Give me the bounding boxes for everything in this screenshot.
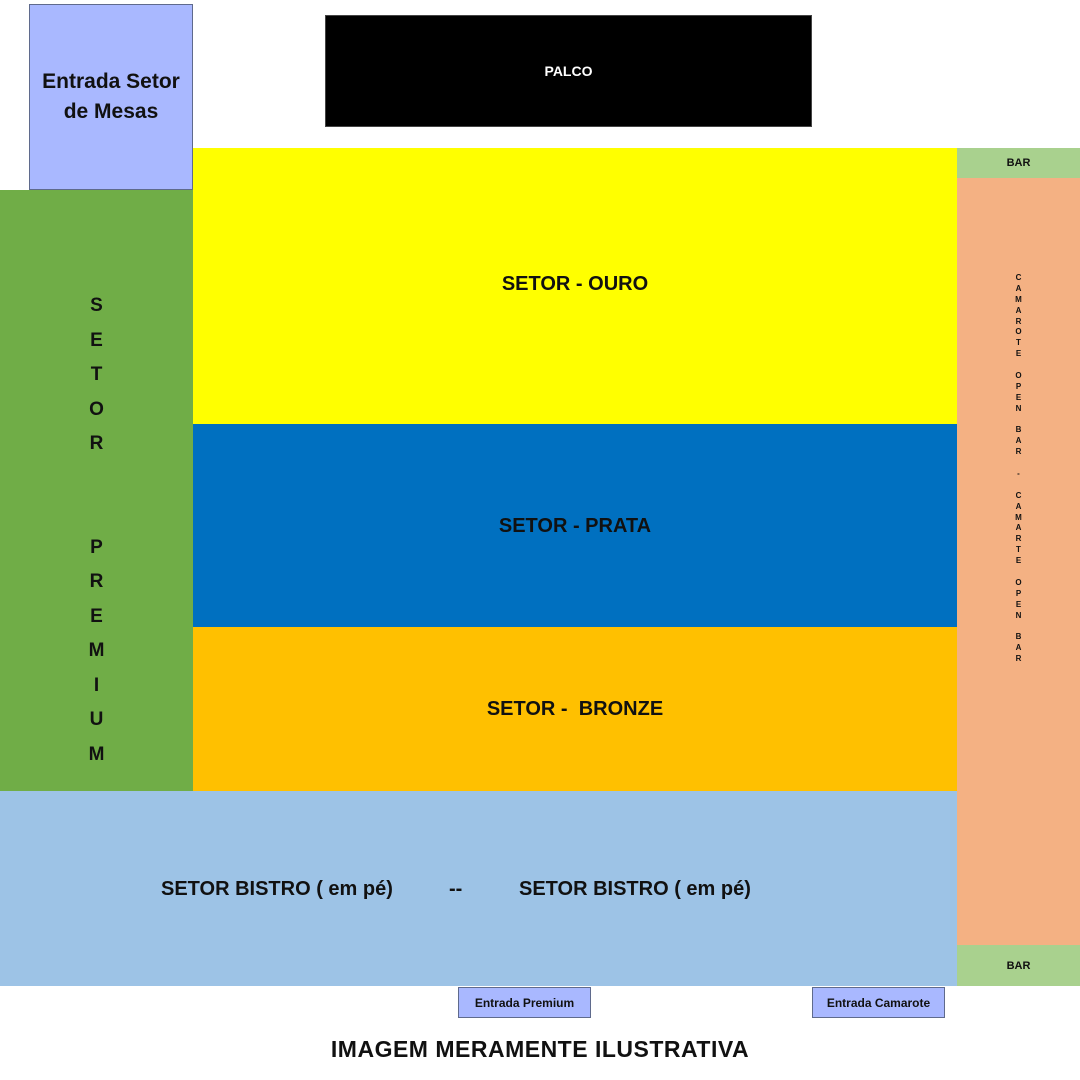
setor-bistro-label-right: SETOR BISTRO ( em pé)	[519, 878, 751, 900]
camarote-open-bar-letter: A	[1015, 283, 1022, 293]
setor-premium-letter: T	[90, 364, 103, 385]
setor-ouro[interactable]: SETOR - OURO	[193, 148, 957, 425]
entrada-camarote-label: Entrada Camarote	[826, 995, 931, 1010]
bar-top[interactable]: BAR	[957, 148, 1080, 178]
setor-premium-letter: O	[89, 398, 104, 420]
camarote-open-bar-letter: R	[1015, 654, 1022, 664]
setor-premium-letter	[94, 503, 99, 538]
entrada-setor-mesas-line-2: de Mesas	[63, 100, 159, 123]
camarote-open-bar-letter: T	[1016, 338, 1021, 348]
camarote-open-bar-letter: M	[1015, 512, 1022, 522]
camarote-open-bar-letter: B	[1015, 425, 1022, 435]
disclaimer-text: IMAGEM MERAMENTE ILUSTRATIVA	[330, 1036, 750, 1062]
setor-premium-letter: M	[88, 743, 105, 765]
camarote-open-bar-letter: O	[1015, 327, 1022, 337]
setor-premium-letter: M	[88, 640, 105, 661]
camarote-open-bar-letter: R	[1015, 534, 1022, 544]
setor-bistro-label-left: SETOR BISTRO ( em pé)	[161, 878, 393, 900]
setor-premium-letter: U	[89, 709, 104, 730]
entrada-setor-mesas-line-1: Entrada Setor	[42, 70, 180, 93]
setor-bronze-label: SETOR - BRONZE	[486, 697, 664, 720]
palco-label: PALCO	[544, 63, 593, 79]
camarote-open-bar-letter: C	[1015, 490, 1022, 500]
camarote-open-bar-letter: A	[1015, 643, 1022, 653]
setor-premium-letter	[94, 469, 99, 504]
camarote-open-bar-letter: C	[1015, 273, 1022, 282]
setor-bronze[interactable]: SETOR - BRONZE	[193, 627, 957, 791]
camarote-open-bar-letter: E	[1015, 392, 1022, 402]
camarote-open-bar-letter: E	[1015, 599, 1022, 609]
bar-bottom-label: BAR	[1006, 959, 1031, 972]
camarote-open-bar-letter: R	[1015, 316, 1022, 326]
camarote-open-bar-letter: A	[1015, 305, 1022, 315]
setor-premium-letter: E	[90, 605, 103, 627]
camarote-open-bar-letter: T	[1016, 545, 1021, 555]
camarote-open-bar-letter: B	[1015, 632, 1022, 642]
entrada-premium-label: Entrada Premium	[474, 995, 575, 1010]
camarote-open-bar-letter: N	[1015, 610, 1022, 620]
setor-premium-letter: I	[93, 674, 100, 696]
setor-bistro-separator: --	[449, 878, 463, 900]
setor-premium-letter: R	[89, 571, 104, 592]
entrada-setor-mesas[interactable]: Entrada Setor de Mesas	[29, 4, 193, 190]
setor-prata[interactable]: SETOR - PRATA	[193, 424, 957, 628]
setor-bistro[interactable]: SETOR BISTRO ( em pé) -- SETOR BISTRO ( …	[0, 791, 957, 986]
bar-top-label: BAR	[1006, 157, 1031, 169]
palco-stage: PALCO	[325, 15, 812, 127]
setor-premium-letter: R	[89, 433, 104, 454]
camarote-open-bar-letter: O	[1015, 371, 1022, 381]
camarote-open-bar-letter: A	[1015, 501, 1022, 511]
camarote-open-bar-letter: P	[1015, 381, 1022, 391]
camarote-open-bar-letter: -	[1017, 469, 1020, 479]
entrada-camarote[interactable]: Entrada Camarote	[812, 987, 945, 1018]
entrada-premium[interactable]: Entrada Premium	[458, 987, 591, 1018]
camarote-open-bar-letter: N	[1015, 403, 1022, 413]
camarote-open-bar-letter: E	[1015, 349, 1022, 359]
camarote-open-bar-letter: O	[1015, 577, 1022, 587]
camarote-open-bar-letter: A	[1015, 436, 1022, 446]
setor-premium-letter: S	[90, 295, 103, 316]
setor-prata-label: SETOR - PRATA	[498, 514, 652, 537]
camarote-open-bar-letter: R	[1015, 447, 1022, 457]
bar-bottom[interactable]: BAR	[957, 945, 1080, 986]
setor-ouro-label: SETOR - OURO	[501, 273, 649, 295]
setor-premium-letter: E	[90, 329, 103, 351]
camarote-open-bar-letter: M	[1015, 294, 1022, 304]
camarote-open-bar-letter: P	[1015, 588, 1022, 598]
camarote-open-bar-letter: E	[1015, 556, 1022, 566]
camarote-open-bar-letter: A	[1015, 523, 1022, 533]
setor-premium-letter: P	[90, 536, 103, 558]
